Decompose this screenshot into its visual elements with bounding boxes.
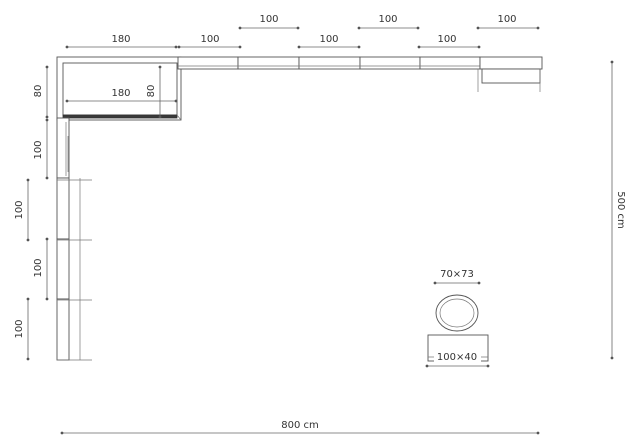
dim-label-top-lower-2: 100 xyxy=(200,34,219,45)
dim-label-total-width: 800 cm xyxy=(281,420,319,431)
dim-label-top-upper-3: 100 xyxy=(497,14,516,25)
dim-label-top-lower-1: 180 xyxy=(111,34,130,45)
dim-label-chaise-width: 180 xyxy=(111,88,130,99)
top-row-modules xyxy=(177,56,543,92)
dim-label-left-4: 100 xyxy=(14,319,25,338)
left-column-modules xyxy=(56,117,92,361)
round-ottoman xyxy=(435,294,479,332)
dim-label-round-ottoman: 70×73 xyxy=(440,269,474,280)
dim-label-total-height: 500 cm xyxy=(615,191,626,229)
dim-label-rect-ottoman: 100×40 xyxy=(437,352,477,363)
dim-label-left-2: 100 xyxy=(14,200,25,219)
dim-label-chaise-depth: 80 xyxy=(146,85,157,98)
dim-label-top-lower-4: 100 xyxy=(437,34,456,45)
dim-label-left-3: 100 xyxy=(33,258,44,277)
dimension-lines xyxy=(26,26,614,435)
dim-label-chaise-depth-left: 80 xyxy=(33,85,44,98)
dim-label-left-1: 100 xyxy=(33,140,44,159)
dim-label-top-lower-3: 100 xyxy=(319,34,338,45)
dim-label-top-upper-1: 100 xyxy=(259,14,278,25)
dimension-labels: 100 100 100 180 100 100 100 180 80 80 10… xyxy=(12,12,629,431)
sofa-layout xyxy=(56,56,543,362)
dim-label-top-upper-2: 100 xyxy=(378,14,397,25)
